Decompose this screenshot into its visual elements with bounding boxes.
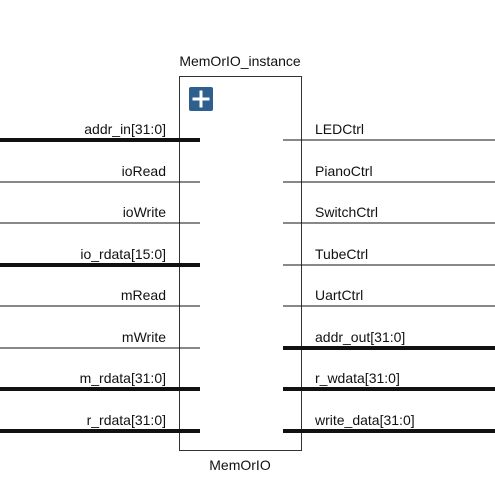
instance-name: MemOrIO_instance (179, 53, 301, 69)
input-ports: addr_in[31:0] ioRead ioWrite io_rdata[15:0]… (0, 121, 200, 433)
input-port-label: mWrite (122, 329, 166, 345)
input-port-label: r_rdata[31:0] (87, 412, 166, 428)
module-name: MemOrIO (209, 457, 271, 473)
input-port-label: mRead (121, 287, 166, 303)
output-ports: LEDCtrlPianoCtrlSwitchCtrlTubeCtrlUartCt… (283, 121, 495, 433)
output-port-label: addr_out[31:0] (315, 329, 405, 345)
output-port-label: LEDCtrl (315, 121, 364, 137)
output-port-label: PianoCtrl (315, 163, 373, 179)
output-port-label: SwitchCtrl (315, 204, 378, 220)
output-port-label: TubeCtrl (315, 246, 368, 262)
output-port-label: UartCtrl (315, 287, 363, 303)
expand-button[interactable] (189, 87, 213, 111)
input-port-label: ioRead (122, 163, 166, 179)
output-port-label: r_wdata[31:0] (315, 370, 400, 386)
input-port-label: ioWrite (123, 204, 167, 220)
input-port-label: io_rdata[15:0] (80, 246, 166, 262)
plus-icon-glyph (192, 90, 210, 108)
input-port-label: addr_in[31:0] (84, 121, 166, 137)
output-port-label: write_data[31:0] (314, 412, 415, 428)
input-port-label: m_rdata[31:0] (80, 370, 166, 386)
